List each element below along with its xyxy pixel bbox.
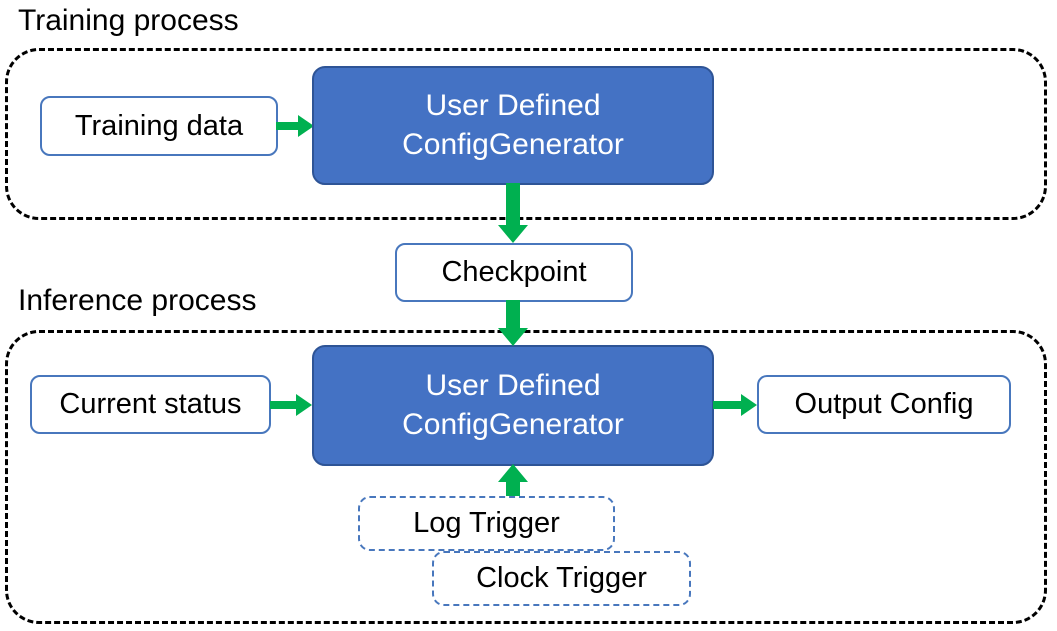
node-log-trigger[interactable]: Log Trigger [358, 496, 615, 551]
node-user-defined-configgenerator-inference[interactable]: User Defined ConfigGenerator [312, 345, 714, 466]
inference-process-group [5, 330, 1047, 624]
node-train-generator-line2: ConfigGenerator [402, 127, 624, 161]
node-user-defined-configgenerator-training[interactable]: User Defined ConfigGenerator [312, 66, 714, 185]
node-checkpoint-label: Checkpoint [441, 256, 587, 289]
arrow-generator-to-output-config [713, 391, 759, 419]
arrow-checkpoint-to-generator [497, 300, 529, 348]
node-output-config[interactable]: Output Config [757, 375, 1011, 434]
arrow-current-status-to-generator [270, 391, 314, 419]
node-clock-trigger[interactable]: Clock Trigger [432, 551, 691, 606]
node-infer-generator-line1: User Defined [425, 369, 601, 403]
node-current-status[interactable]: Current status [30, 375, 271, 434]
arrow-generator-to-checkpoint [497, 183, 529, 245]
arrow-training-data-to-generator [276, 112, 316, 140]
node-train-generator-line1: User Defined [425, 89, 601, 123]
training-process-caption: Training process [18, 4, 239, 37]
node-log-trigger-label: Log Trigger [413, 507, 560, 540]
node-training-data-label: Training data [74, 109, 244, 142]
node-infer-generator-line2: ConfigGenerator [402, 407, 624, 441]
arrow-trigger-to-generator [497, 464, 529, 504]
inference-process-caption: Inference process [18, 284, 257, 317]
training-process-group [5, 48, 1047, 220]
node-training-data[interactable]: Training data [40, 96, 278, 156]
node-current-status-label: Current status [59, 388, 242, 421]
node-clock-trigger-label: Clock Trigger [476, 562, 647, 595]
node-output-config-label: Output Config [794, 388, 974, 421]
node-checkpoint[interactable]: Checkpoint [395, 243, 633, 302]
